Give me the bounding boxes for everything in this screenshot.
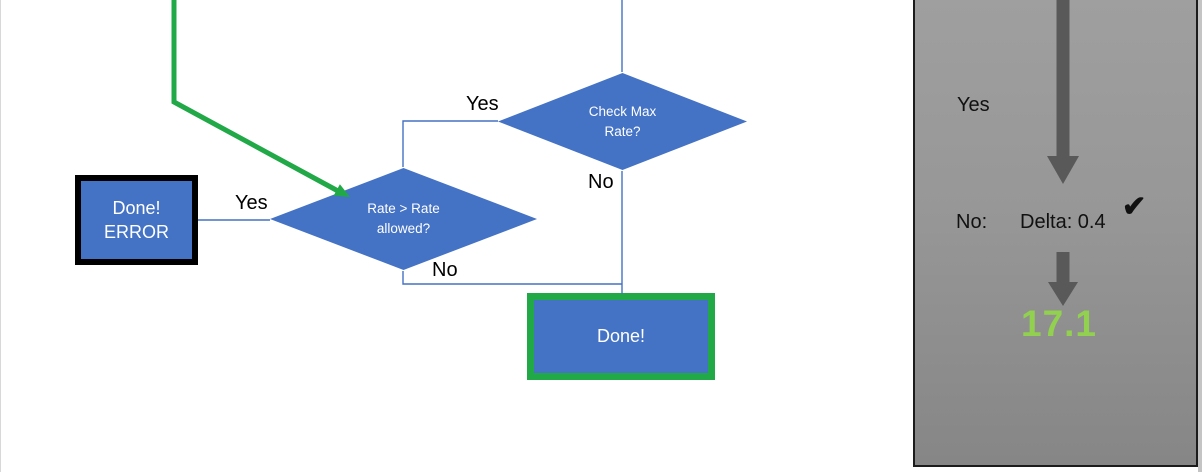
decision-rate-allowed-label-line1: Rate > Rate [367, 201, 440, 217]
terminal-done-error-line2: ERROR [103, 222, 169, 242]
panel-yes-label: Yes [957, 94, 990, 116]
edge-label-check-yes: Yes [466, 93, 499, 115]
decision-rate-allowed-label-line2: allowed? [376, 221, 431, 236]
terminal-done-label: Done! [596, 326, 646, 347]
decision-rate-allowed[interactable]: Rate > Rate allowed? [270, 168, 537, 270]
connector-check-yes [402, 120, 498, 167]
panel-no-label: No: [956, 211, 988, 233]
decision-check-max-rate-label-line2: Rate? [604, 123, 641, 139]
edge-label-check-no: No [588, 171, 614, 193]
terminal-done-box[interactable]: Done! [527, 293, 715, 380]
arrow-down-small-head-icon [1048, 282, 1078, 306]
edge-label-rate-yes: Yes [235, 192, 268, 214]
side-panel-arrows [1047, 0, 1079, 306]
panel-outer-strip [1198, 0, 1202, 472]
side-panel: Yes No: Delta: 0.4 ✔ 17.1 [913, 0, 1198, 467]
edge-label-rate-no: No [432, 259, 458, 281]
slide-left-edge [0, 0, 1, 472]
panel-delta-value: Delta: 0.4 [1020, 211, 1106, 233]
terminal-done-error-line1: Done! [112, 197, 161, 218]
checkmark-icon: ✔ [1122, 191, 1147, 223]
arrow-down-big-head-icon [1047, 156, 1079, 184]
green-highlight-path [171, 0, 340, 194]
decision-check-max-rate-label-line1: Check Max [588, 103, 657, 119]
terminal-done-error-box[interactable]: Done! ERROR [75, 175, 198, 265]
panel-result-value: 17.1 [1021, 303, 1098, 344]
decision-check-max-rate[interactable]: Check Max Rate? [498, 73, 747, 170]
